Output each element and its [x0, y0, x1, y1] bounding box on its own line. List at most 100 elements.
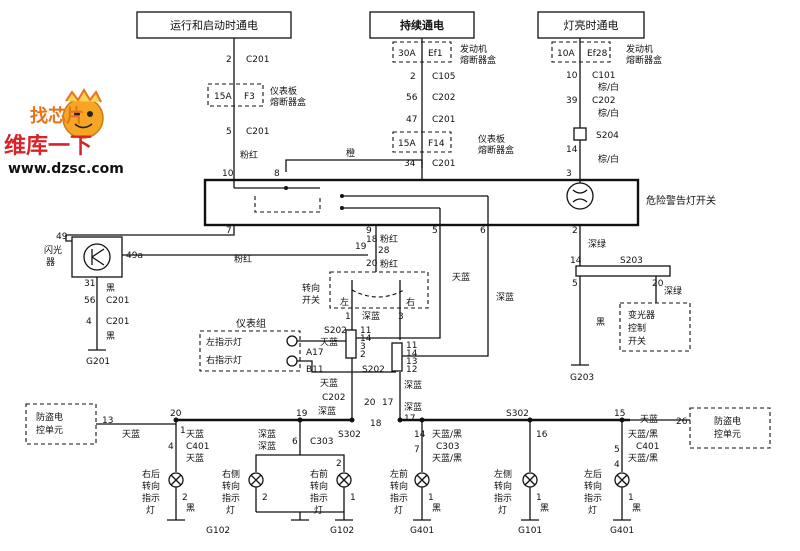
svg-text:S202: S202: [324, 326, 347, 336]
svg-text:C401: C401: [636, 442, 659, 452]
svg-text:仪表板: 仪表板: [270, 85, 297, 97]
svg-text:C201: C201: [106, 317, 129, 327]
svg-text:右指示灯: 右指示灯: [206, 354, 242, 366]
svg-text:黑: 黑: [106, 283, 115, 294]
svg-text:黑: 黑: [186, 503, 195, 514]
svg-text:深蓝: 深蓝: [318, 405, 336, 417]
svg-text:1: 1: [350, 493, 356, 503]
svg-text:黑: 黑: [540, 503, 549, 514]
svg-text:灯: 灯: [314, 505, 323, 516]
svg-text:指示: 指示: [584, 492, 602, 504]
svg-text:11: 11: [406, 341, 417, 351]
svg-text:指示: 指示: [222, 492, 240, 504]
svg-text:20: 20: [366, 259, 378, 269]
svg-text:2: 2: [262, 493, 268, 503]
svg-text:13: 13: [102, 416, 113, 426]
svg-text:指示: 指示: [390, 492, 408, 504]
svg-text:16: 16: [536, 430, 548, 440]
svg-text:49: 49: [56, 232, 68, 242]
svg-text:G101: G101: [518, 526, 542, 536]
svg-text:指示: 指示: [494, 492, 512, 504]
svg-text:10: 10: [566, 71, 578, 81]
svg-text:S203: S203: [620, 256, 643, 266]
svg-text:粉红: 粉红: [240, 149, 258, 161]
turn-signal-switch: [329, 271, 429, 309]
svg-text:器: 器: [46, 257, 55, 268]
svg-text:左前: 左前: [390, 468, 408, 480]
svg-text:14: 14: [406, 349, 418, 359]
svg-text:31: 31: [84, 279, 95, 289]
svg-text:15: 15: [614, 409, 625, 419]
svg-text:5: 5: [614, 445, 620, 455]
svg-text:灯: 灯: [588, 505, 597, 516]
svg-text:C401: C401: [186, 442, 209, 452]
watermark-slogan: 维库一下: [4, 133, 92, 159]
svg-text:C201: C201: [432, 115, 455, 125]
svg-text:3: 3: [566, 169, 572, 179]
svg-text:橙: 橙: [346, 147, 355, 159]
svg-text:黑: 黑: [596, 317, 605, 328]
svg-text:2: 2: [182, 493, 188, 503]
svg-text:19: 19: [355, 242, 367, 252]
svg-text:B11: B11: [306, 365, 324, 375]
svg-text:17: 17: [404, 414, 415, 424]
svg-text:A17: A17: [306, 348, 324, 358]
lights-on-power-label: 灯亮时通电: [564, 18, 619, 32]
svg-text:S202: S202: [362, 365, 385, 375]
svg-text:1: 1: [345, 312, 351, 322]
svg-text:5: 5: [572, 279, 578, 289]
svg-text:天蓝: 天蓝: [186, 452, 204, 464]
fuse-f14: [392, 131, 452, 153]
svg-text:发动机: 发动机: [626, 43, 653, 55]
svg-text:C202: C202: [322, 393, 345, 403]
svg-text:深蓝: 深蓝: [404, 379, 422, 391]
svg-text:34: 34: [404, 159, 416, 169]
svg-text:天蓝: 天蓝: [452, 271, 470, 283]
svg-text:10: 10: [222, 169, 234, 179]
svg-text:熔断器盒: 熔断器盒: [478, 144, 514, 156]
ground-g203: G203: [570, 373, 594, 383]
svg-text:2: 2: [336, 459, 342, 469]
svg-text:右: 右: [406, 296, 415, 308]
svg-text:防盗电: 防盗电: [714, 415, 741, 427]
svg-text:C101: C101: [592, 71, 615, 81]
lamp-left-front: 左前 转向 指示 灯 1 黑 G401: [390, 468, 441, 536]
svg-text:深蓝: 深蓝: [404, 401, 422, 413]
run-start-power-label: 运行和启动时通电: [170, 19, 258, 32]
svg-text:10A: 10A: [557, 49, 575, 59]
svg-text:C202: C202: [592, 96, 615, 106]
svg-text:发动机: 发动机: [460, 43, 487, 55]
lamp-right-rear: 右后 转向 指示 灯 2 黑: [142, 468, 195, 516]
svg-text:天蓝: 天蓝: [640, 413, 658, 425]
watermark-url: www.dzsc.com: [8, 161, 124, 177]
svg-text:56: 56: [84, 296, 96, 306]
svg-text:左指示灯: 左指示灯: [206, 336, 242, 348]
svg-text:1: 1: [628, 493, 634, 503]
svg-text:14: 14: [566, 145, 578, 155]
svg-text:粉红: 粉红: [234, 253, 252, 265]
svg-text:仪表组: 仪表组: [236, 317, 266, 330]
lamp-left-side: 左侧 转向 指示 灯 1 黑 G101: [494, 468, 549, 536]
svg-text:右前: 右前: [310, 468, 328, 480]
svg-text:6: 6: [480, 226, 486, 236]
svg-text:控制: 控制: [628, 322, 646, 334]
svg-text:Ef1: Ef1: [428, 49, 443, 59]
svg-text:C201: C201: [106, 296, 129, 306]
svg-text:转向: 转向: [584, 480, 602, 492]
svg-text:指示: 指示: [142, 492, 160, 504]
svg-text:9: 9: [366, 226, 372, 236]
svg-text:指示: 指示: [310, 492, 328, 504]
svg-text:5: 5: [432, 226, 438, 236]
svg-text:39: 39: [566, 96, 578, 106]
svg-text:C201: C201: [246, 127, 269, 137]
svg-text:47: 47: [406, 115, 417, 125]
svg-text:14: 14: [414, 430, 426, 440]
svg-text:20: 20: [364, 398, 376, 408]
lamp-right-front: 右前 转向 指示 灯 2 1: [310, 459, 356, 516]
svg-text:1: 1: [428, 493, 434, 503]
svg-text:右后: 右后: [142, 468, 160, 480]
svg-text:天蓝/黑: 天蓝/黑: [628, 428, 658, 440]
run-start-power-box: [136, 11, 292, 39]
lamp-right-side: 右侧 转向 指示 灯 2: [222, 468, 268, 516]
svg-text:天蓝/黑: 天蓝/黑: [432, 428, 462, 440]
